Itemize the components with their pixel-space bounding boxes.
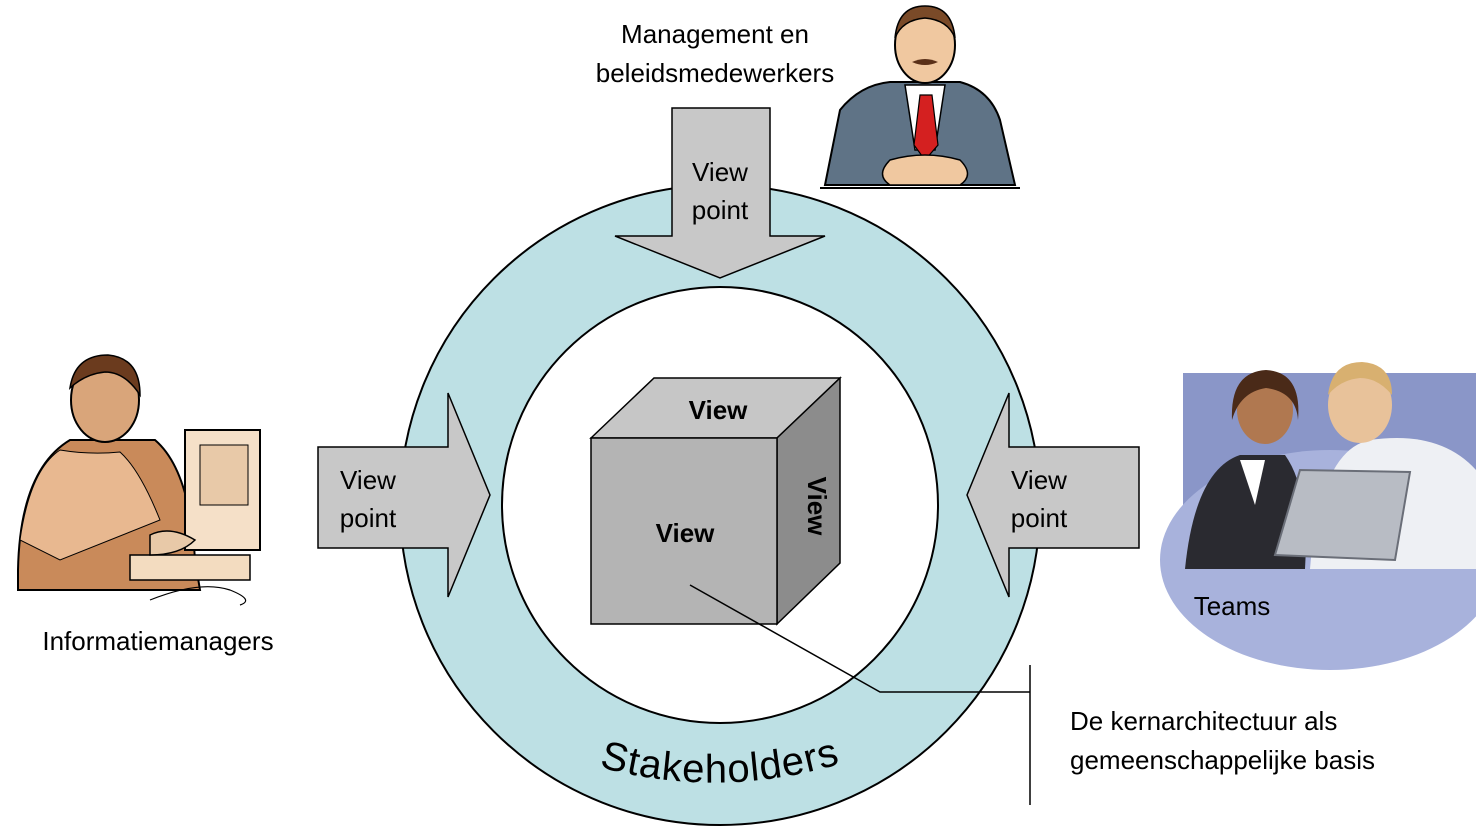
callout-leader-line [689, 584, 1030, 693]
viewpoint-top-line1: View [692, 157, 748, 187]
stakeholder-top-line1: Management en [621, 19, 809, 49]
man-at-computer-icon [17, 354, 261, 606]
viewpoint-arrow-top [614, 107, 826, 279]
viewpoint-right-line1: View [1011, 465, 1067, 495]
stakeholder-right-label: Teams [1194, 591, 1271, 621]
viewpoint-arrow-left [317, 392, 491, 598]
stakeholder-left-label: Informatiemanagers [42, 626, 273, 656]
viewpoint-right-line2: point [1011, 503, 1068, 533]
two-people-at-laptop-icon [1160, 362, 1476, 670]
viewpoint-left-line1: View [340, 465, 396, 495]
stakeholder-top-line2: beleidsmedewerkers [596, 58, 834, 88]
viewpoint-left-line2: point [340, 503, 397, 533]
cube-top-label: View [689, 395, 749, 425]
viewpoint-arrow-right [966, 392, 1140, 598]
businessman-at-desk-icon [820, 5, 1020, 189]
cube-side-label: View [802, 477, 832, 537]
cube-front-label: View [656, 518, 716, 548]
cube-front-face [590, 437, 778, 625]
callout-line1: De kernarchitectuur als [1070, 706, 1337, 736]
callout-line2: gemeenschappelijke basis [1070, 745, 1375, 775]
viewpoint-top-line2: point [692, 195, 749, 225]
